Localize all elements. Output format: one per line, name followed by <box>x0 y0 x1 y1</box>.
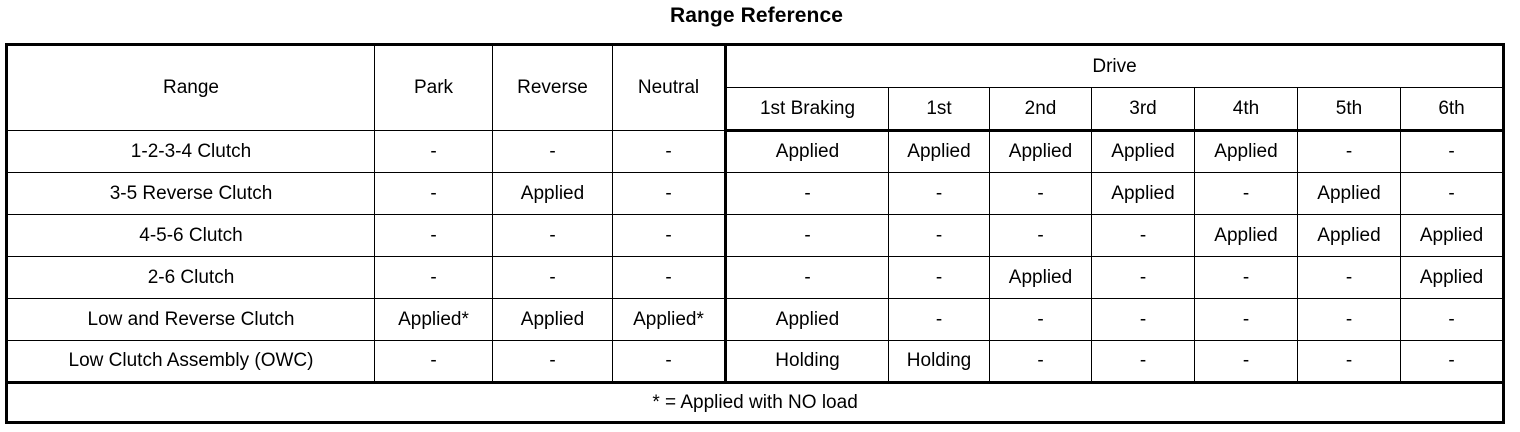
table-row: Low and Reverse Clutch Applied* Applied … <box>6 298 1505 341</box>
table-header-row-sub: 1st Braking 1st 2nd 3rd 4th 5th 6th <box>7 87 1505 132</box>
row-label: 4-5-6 Clutch <box>6 214 375 257</box>
cell-3rd: Applied <box>1091 130 1195 173</box>
cell-5th: - <box>1297 130 1401 173</box>
page-title: Range Reference <box>669 4 844 27</box>
row-label: 2-6 Clutch <box>6 256 375 299</box>
column-group-header-drive: Drive <box>723 44 1505 88</box>
column-header-1st-braking: 1st Braking <box>724 87 889 132</box>
cell-1st-braking: - <box>724 214 889 257</box>
column-header-range: Range <box>6 44 375 131</box>
footnote-text: * = Applied with NO load <box>5 381 1505 423</box>
cell-1st-braking: - <box>724 256 889 299</box>
cell-reverse: Applied <box>492 172 613 215</box>
cell-park: - <box>374 256 493 299</box>
cell-5th: - <box>1297 340 1401 383</box>
cell-4th: - <box>1194 340 1298 383</box>
cell-neutral: - <box>612 256 726 299</box>
column-header-park: Park <box>374 44 493 131</box>
cell-reverse: - <box>492 214 613 257</box>
cell-park: Applied* <box>374 298 493 341</box>
cell-park: - <box>374 340 493 383</box>
cell-park: - <box>374 130 493 173</box>
cell-6th: Applied <box>1399 256 1505 299</box>
cell-reverse: - <box>492 130 613 173</box>
cell-3rd: - <box>1091 340 1195 383</box>
cell-park: - <box>374 214 493 257</box>
cell-1st-braking: Holding <box>724 340 889 383</box>
table-header-row-group: Range Park Reverse Neutral Drive <box>6 44 1505 131</box>
table-row: 4-5-6 Clutch - - - - - - - Applied Appli… <box>6 214 1505 257</box>
cell-5th: Applied <box>1297 214 1401 257</box>
row-label: Low Clutch Assembly (OWC) <box>6 340 375 383</box>
column-header-4th: 4th <box>1194 87 1298 132</box>
table-row: 3-5 Reverse Clutch - Applied - - - - App… <box>6 172 1505 215</box>
table-row: Low Clutch Assembly (OWC) - - - Holding … <box>6 340 1505 383</box>
cell-4th: Applied <box>1194 214 1298 257</box>
cell-1st-braking: - <box>724 172 889 215</box>
column-header-5th: 5th <box>1297 87 1401 132</box>
cell-neutral: - <box>612 340 726 383</box>
column-header-3rd: 3rd <box>1091 87 1195 132</box>
cell-5th: - <box>1297 298 1401 341</box>
table-footnote-row: * = Applied with NO load <box>5 381 1505 423</box>
column-header-1st: 1st <box>888 87 990 132</box>
cell-1st-braking: Applied <box>724 298 889 341</box>
cell-1st: Holding <box>888 340 990 383</box>
cell-5th: Applied <box>1297 172 1401 215</box>
cell-reverse: - <box>492 340 613 383</box>
cell-1st: Applied <box>888 130 990 173</box>
cell-neutral: - <box>612 172 726 215</box>
cell-2nd: - <box>989 340 1092 383</box>
cell-1st: - <box>888 172 990 215</box>
cell-1st: - <box>888 214 990 257</box>
cell-4th: - <box>1194 298 1298 341</box>
cell-neutral: - <box>612 130 726 173</box>
cell-5th: - <box>1297 256 1401 299</box>
cell-4th: - <box>1194 172 1298 215</box>
cell-2nd: - <box>989 172 1092 215</box>
range-reference-table: Range Park Reverse Neutral Drive 1st Bra… <box>5 43 1506 424</box>
cell-1st: - <box>888 256 990 299</box>
cell-2nd: - <box>989 214 1092 257</box>
cell-3rd: - <box>1091 214 1195 257</box>
row-label: 1-2-3-4 Clutch <box>6 130 375 173</box>
cell-3rd: - <box>1091 256 1195 299</box>
column-header-reverse: Reverse <box>492 44 613 131</box>
cell-4th: Applied <box>1194 130 1298 173</box>
cell-3rd: Applied <box>1091 172 1195 215</box>
cell-2nd: Applied <box>989 130 1092 173</box>
table-row: 2-6 Clutch - - - - - Applied - - - Appli… <box>6 256 1505 299</box>
cell-6th: - <box>1399 298 1505 341</box>
cell-6th: - <box>1399 172 1505 215</box>
cell-neutral: Applied* <box>612 298 726 341</box>
cell-2nd: - <box>989 298 1092 341</box>
column-header-2nd: 2nd <box>989 87 1092 132</box>
cell-2nd: Applied <box>989 256 1092 299</box>
cell-6th: Applied <box>1399 214 1505 257</box>
cell-1st: - <box>888 298 990 341</box>
row-label: Low and Reverse Clutch <box>6 298 375 341</box>
cell-reverse: - <box>492 256 613 299</box>
cell-4th: - <box>1194 256 1298 299</box>
cell-1st-braking: Applied <box>724 130 889 173</box>
cell-reverse: Applied <box>492 298 613 341</box>
cell-6th: - <box>1399 340 1505 383</box>
range-reference-table-wrapper: Range Park Reverse Neutral Drive 1st Bra… <box>5 43 1506 424</box>
cell-6th: - <box>1399 130 1505 173</box>
cell-neutral: - <box>612 214 726 257</box>
column-header-6th: 6th <box>1399 87 1505 132</box>
column-header-neutral: Neutral <box>612 44 726 131</box>
row-label: 3-5 Reverse Clutch <box>6 172 375 215</box>
table-row: 1-2-3-4 Clutch - - - Applied Applied App… <box>6 130 1505 173</box>
cell-3rd: - <box>1091 298 1195 341</box>
cell-park: - <box>374 172 493 215</box>
